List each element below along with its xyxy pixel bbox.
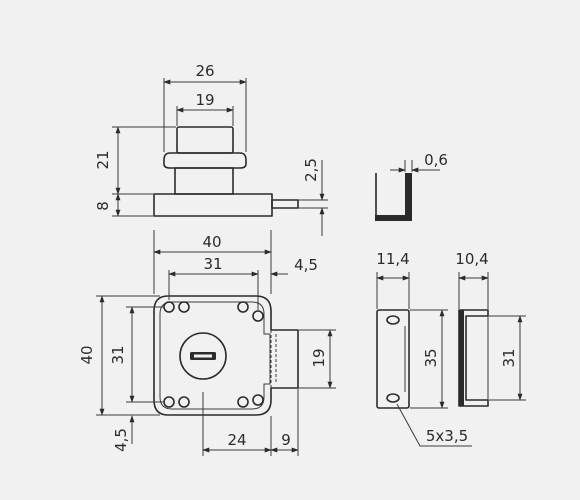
screw-hole-bl (163, 396, 190, 408)
strike-plate (376, 309, 410, 409)
dim-label-24: 24 (227, 431, 246, 449)
cylinder-flange (163, 152, 247, 169)
strike-screw-bottom (386, 393, 400, 403)
dim-label-31-side: 31 (500, 348, 518, 367)
dim-label-11-4: 11,4 (376, 250, 409, 268)
dim-label-21: 21 (94, 150, 112, 169)
front-view: 40 31 4,5 40 31 19 4,5 24 (78, 230, 336, 456)
strike-side-view: 10,4 31 (455, 250, 526, 407)
dim-label-5x3-5: 5x3,5 (426, 427, 468, 445)
dim-label-0-6: 0,6 (424, 151, 448, 169)
dim-label-10-4: 10,4 (455, 250, 488, 268)
key-cylinder (179, 332, 227, 380)
cylinder-head (176, 126, 234, 154)
screw-hole-tr (237, 301, 264, 322)
screw-hole-tl (163, 301, 190, 313)
dim-label-4-5-bottom: 4,5 (112, 428, 130, 452)
screw-hole-br (237, 394, 264, 408)
dim-label-19-bolt: 19 (310, 348, 328, 367)
dim-label-31-height: 31 (109, 345, 127, 364)
top-view: 26 19 21 8 2,5 (94, 62, 328, 236)
dim-label-35: 35 (422, 348, 440, 367)
cylinder-neck (174, 167, 234, 195)
dim-label-40-height: 40 (78, 345, 96, 364)
angle-bracket (375, 173, 412, 221)
lock-body-inner (159, 301, 271, 410)
strike-side-edge (459, 310, 464, 406)
strike-plate-view: 11,4 35 5x3,5 (376, 250, 472, 447)
bracket-view: 0,6 (375, 151, 448, 221)
lock-base (153, 193, 273, 217)
dim-label-19: 19 (195, 91, 214, 109)
dim-label-4-5-right: 4,5 (294, 256, 318, 274)
dim-label-40-width: 40 (202, 233, 221, 251)
bolt-pin (271, 199, 299, 209)
dim-label-2-5: 2,5 (302, 158, 320, 182)
dim-label-26: 26 (195, 62, 214, 80)
strike-screw-top (386, 315, 400, 325)
dim-label-31-width: 31 (203, 255, 222, 273)
dim-label-9: 9 (281, 431, 291, 449)
strike-side-profile (458, 309, 489, 407)
dim-label-8: 8 (94, 201, 112, 211)
